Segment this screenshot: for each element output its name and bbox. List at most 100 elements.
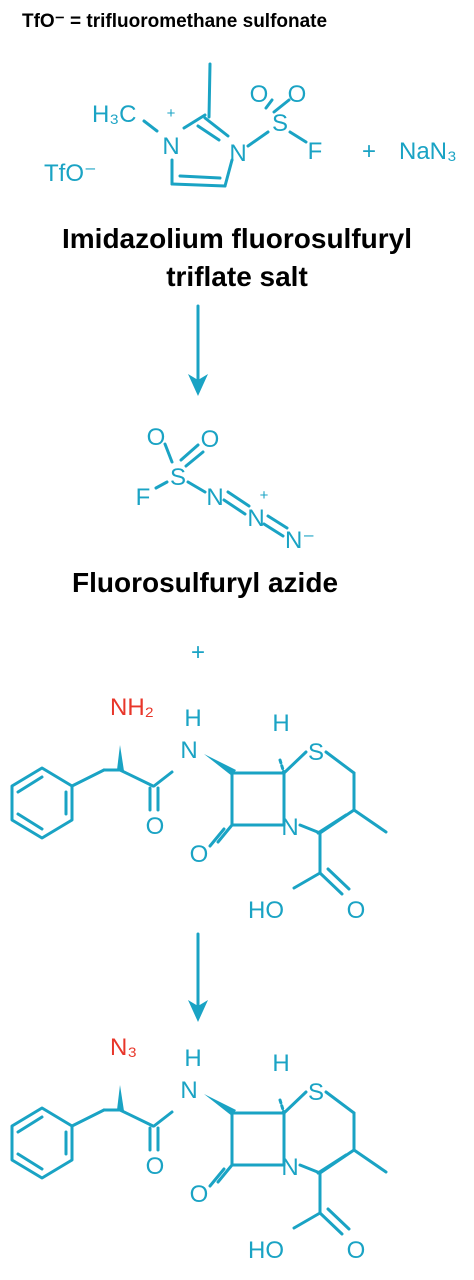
amide-hydrogen: H <box>184 1045 201 1072</box>
sulfur-atom: S <box>170 464 186 491</box>
bond <box>16 1152 44 1171</box>
amide-hydrogen: H <box>184 705 201 732</box>
amine-group: NH₂ <box>110 694 154 721</box>
imidazolium-n: N <box>229 140 246 167</box>
bond <box>70 768 106 788</box>
bond <box>152 1110 174 1128</box>
stereo-wedge <box>204 754 236 776</box>
bond <box>216 823 234 844</box>
bond <box>186 480 207 494</box>
bond <box>178 174 222 180</box>
bond <box>292 871 322 890</box>
stereo-wedge <box>204 1094 236 1116</box>
imidazolium-n-plus: N <box>162 133 179 160</box>
amide-oxygen: O <box>146 813 165 840</box>
oxygen-atom: O <box>147 424 166 451</box>
oxygen-atom: O <box>201 426 220 453</box>
bond <box>246 130 270 148</box>
sulfur-atom: S <box>272 110 288 137</box>
bond <box>203 116 230 138</box>
reagent-title-line2: triflate salt <box>166 261 308 292</box>
bond <box>352 1148 388 1174</box>
nitrogen-anion: N⁻ <box>285 527 315 554</box>
ring-hydrogen: H <box>272 1050 289 1077</box>
amide-oxygen: O <box>146 1153 165 1180</box>
triflate-counterion: TfO⁻ <box>44 160 97 187</box>
bond <box>282 1090 308 1115</box>
ring-nitrogen: N <box>281 1154 298 1181</box>
lactam-oxygen: O <box>190 1181 209 1208</box>
oxygen-atom: O <box>250 81 269 108</box>
lactam-oxygen: O <box>190 841 209 868</box>
bond <box>292 1211 322 1230</box>
stereo-hash <box>278 1098 286 1115</box>
ring-hydrogen: H <box>272 710 289 737</box>
bond <box>298 823 322 835</box>
bond <box>288 130 308 144</box>
nitrogen-atom: N <box>206 484 223 511</box>
stereo-wedge <box>117 1085 124 1111</box>
bond <box>298 1163 322 1175</box>
amide-nitrogen: N <box>180 1077 197 1104</box>
bond <box>179 443 200 462</box>
bond <box>352 808 388 834</box>
bond <box>163 442 174 464</box>
azide-group: N₃ <box>110 1034 137 1061</box>
imidazolium-plus-charge: + <box>167 105 176 122</box>
amide-nitrogen: N <box>180 737 197 764</box>
reaction-arrow <box>188 932 208 1022</box>
bond <box>324 1090 356 1115</box>
bond <box>326 867 351 891</box>
reagent-title-line1: Imidazolium fluorosulfuryl <box>62 223 412 254</box>
azide-product-structure: N₃ H N O H S N O HO O <box>10 1034 388 1264</box>
methyl-group: H₃C <box>92 101 136 128</box>
bond <box>16 775 44 794</box>
bond <box>118 1108 155 1128</box>
beta-lactam-ring <box>230 771 286 827</box>
bond <box>324 750 356 775</box>
bond <box>208 1167 226 1188</box>
bond <box>266 514 289 530</box>
bond <box>223 158 234 188</box>
bond <box>170 182 227 188</box>
stereo-hash <box>278 758 286 775</box>
bond <box>316 813 348 835</box>
nitrogen-plus-charge: + <box>260 487 269 504</box>
bond <box>282 750 308 775</box>
bond <box>16 1115 44 1134</box>
bond <box>264 98 274 110</box>
nitrogen-atom: N <box>247 505 264 532</box>
bond <box>152 770 174 788</box>
bond <box>216 1163 234 1184</box>
bond <box>182 113 207 130</box>
ring-nitrogen: N <box>281 814 298 841</box>
bond <box>262 522 285 538</box>
carboxyl-hydroxyl: HO <box>248 897 284 924</box>
bond <box>154 480 169 490</box>
fluorine-atom: F <box>308 138 323 165</box>
oxygen-atom: O <box>288 81 307 108</box>
tfo-definition: TfO⁻ = trifluoromethane sulfonate <box>22 11 327 32</box>
carboxyl-oxygen: O <box>347 897 366 924</box>
bond <box>16 812 44 831</box>
azide-title: Fluorosulfuryl azide <box>72 567 338 598</box>
stereo-wedge <box>117 745 124 771</box>
bond <box>118 768 155 788</box>
bond <box>142 119 159 133</box>
bond <box>70 1108 106 1128</box>
cephalexin-structure: NH₂ H N O H S N O HO O <box>10 694 388 924</box>
bond <box>207 62 212 119</box>
sodium-azide: NaN₃ <box>399 138 457 165</box>
fluorine-atom: F <box>136 484 151 511</box>
sulfur-atom: S <box>308 1079 324 1106</box>
fluorosulfuryl-azide-structure: O O S F N + N N⁻ <box>136 424 315 554</box>
bond <box>326 1207 351 1231</box>
bond <box>184 450 205 468</box>
carboxyl-oxygen: O <box>347 1237 366 1264</box>
bond <box>318 1211 344 1236</box>
bond <box>318 871 344 896</box>
bond <box>316 1153 348 1175</box>
reaction-arrow <box>188 304 208 396</box>
bond <box>222 498 247 516</box>
